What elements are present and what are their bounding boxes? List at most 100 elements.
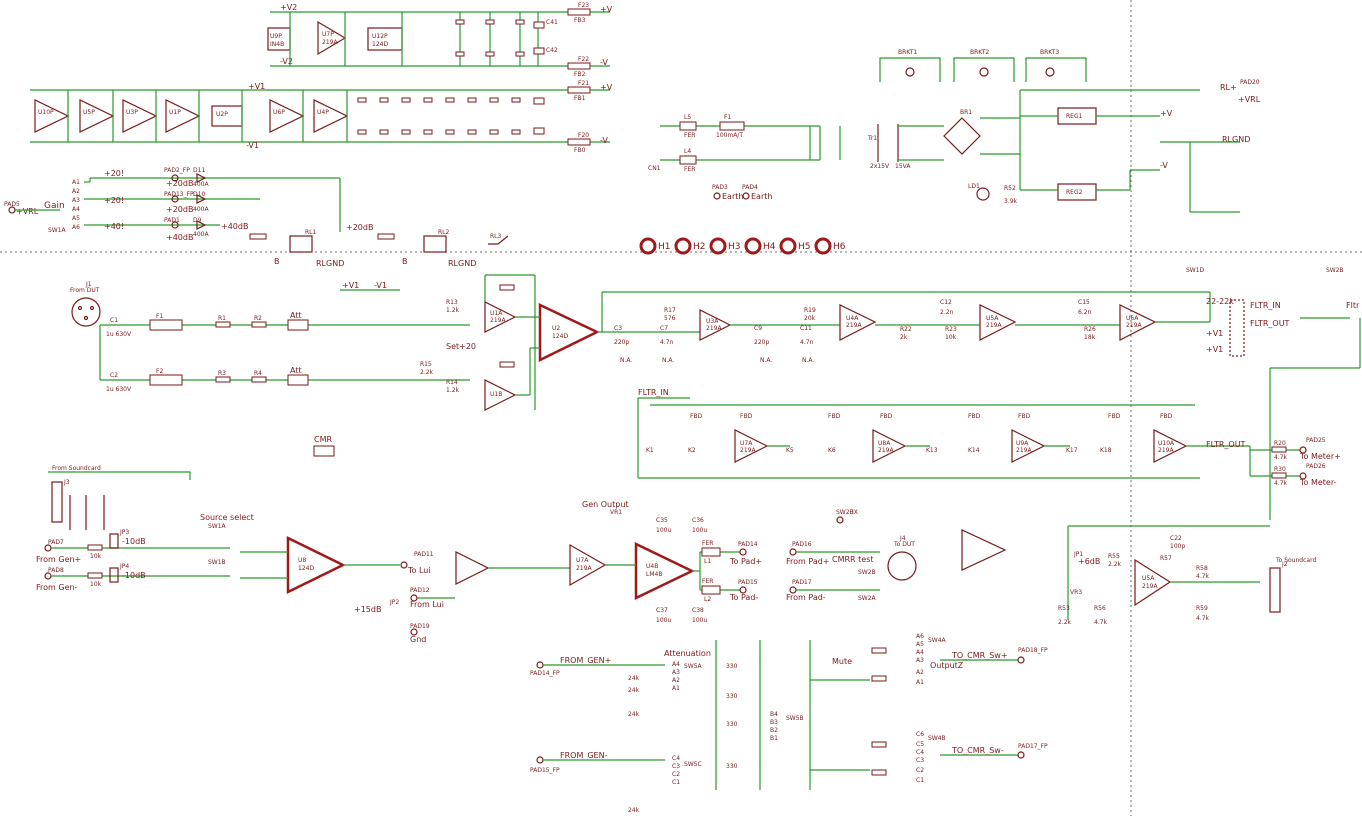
- svg-text:J1: J1: [85, 281, 92, 288]
- opamp-gen: [569, 543, 607, 587]
- svg-text:U1B: U1B: [490, 391, 502, 398]
- svg-text:B3: B3: [770, 719, 778, 726]
- svg-text:400A: 400A: [193, 181, 209, 188]
- hole-label: H2: [693, 242, 706, 252]
- buffer-label: U1P: [169, 109, 181, 116]
- svg-text:C4: C4: [916, 749, 924, 756]
- svg-text:FBD: FBD: [880, 413, 893, 420]
- svg-text:K18: K18: [1100, 447, 1112, 454]
- svg-text:RL+: RL+: [1220, 83, 1237, 92]
- svg-text:4.7k: 4.7k: [1274, 454, 1288, 461]
- svg-text:-10dB: -10dB: [122, 571, 146, 580]
- svg-text:A3: A3: [72, 197, 80, 204]
- svg-text:L1: L1: [704, 558, 711, 565]
- svg-text:R55: R55: [1108, 553, 1120, 560]
- svg-text:+V1: +V1: [342, 281, 359, 290]
- buffer-U6P: [269, 99, 305, 133]
- rail-label-neg-v2: -V2: [280, 57, 293, 66]
- svg-text:VR3: VR3: [1070, 589, 1082, 596]
- svg-text:B1: B1: [770, 735, 778, 742]
- svg-text:CN1: CN1: [648, 165, 661, 172]
- svg-text:PAD11: PAD11: [414, 551, 434, 558]
- svg-text:D11: D11: [193, 167, 205, 174]
- svg-text:D9: D9: [193, 217, 202, 224]
- rail-label-pos-v1: +V1: [248, 82, 265, 91]
- svg-text:R23: R23: [945, 326, 957, 333]
- svg-text:C38: C38: [692, 607, 704, 614]
- hole-label: H3: [728, 242, 741, 252]
- svg-text:C15: C15: [1078, 299, 1090, 306]
- decoupling-caps-top: C41 C42: [455, 19, 558, 57]
- svg-text:4.7n: 4.7n: [800, 339, 814, 346]
- buffer-label: U12P: [372, 33, 388, 40]
- cmrr-test-block: PAD16 PAD17 From Pad+ From Pad- CMRR tes…: [786, 509, 1007, 602]
- buffer-label: U9P: [270, 33, 282, 40]
- svg-text:219A: 219A: [740, 447, 756, 454]
- svg-text:1.2k: 1.2k: [446, 387, 460, 394]
- svg-text:IX: IX: [852, 509, 858, 516]
- svg-text:C3: C3: [614, 325, 622, 332]
- svg-text:A2: A2: [672, 677, 680, 684]
- to-cmrr-pos-net: TO_CMR_Sw+: [951, 651, 1008, 660]
- rail-label-neg-v1: -V1: [246, 141, 259, 150]
- svg-text:R22: R22: [900, 326, 912, 333]
- svg-text:PAD26: PAD26: [1306, 463, 1326, 470]
- meter-output-block: R20 R30 4.7k 4.7k PAD25 PAD26 To Meter+ …: [1249, 437, 1341, 487]
- gain-vrl: +VRL: [16, 207, 39, 216]
- from-lui-label: From Lui: [410, 600, 444, 609]
- svg-text:+V1: +V1: [1206, 329, 1223, 338]
- svg-text:SW2B: SW2B: [858, 569, 876, 576]
- svg-text:C37: C37: [656, 607, 668, 614]
- svg-text:U8: U8: [298, 557, 306, 564]
- svg-text:SW1A: SW1A: [208, 523, 227, 530]
- gen-output-title: Gen Output: [582, 500, 629, 509]
- svg-text:20k: 20k: [804, 315, 816, 322]
- svg-text:330: 330: [726, 663, 738, 670]
- svg-text:FBD: FBD: [740, 413, 753, 420]
- svg-text:R15: R15: [420, 361, 432, 368]
- svg-text:BRKT2: BRKT2: [970, 49, 989, 56]
- meter-plus-label: To Meter+: [1299, 452, 1341, 461]
- svg-text:PAD14: PAD14: [738, 541, 758, 548]
- opamp-U1A: [484, 301, 517, 333]
- svg-text:R4: R4: [254, 370, 262, 377]
- svg-text:+V: +V: [1160, 109, 1173, 118]
- to-pad-plus-label: To Pad+: [729, 557, 762, 566]
- svg-text:24k: 24k: [628, 675, 640, 682]
- from-pad-minus-label: From Pad-: [786, 593, 826, 602]
- svg-text:24k: 24k: [628, 687, 640, 694]
- source-select-title: Source select: [200, 513, 254, 522]
- svg-text:Gnd: Gnd: [410, 635, 426, 644]
- svg-text:FBD: FBD: [1108, 413, 1121, 420]
- xlr-input-connector: [71, 297, 101, 327]
- svg-text:PAD7: PAD7: [48, 539, 64, 546]
- svg-text:JP4: JP4: [119, 563, 129, 570]
- svg-text:FBD: FBD: [968, 413, 981, 420]
- svg-text:+VRL: +VRL: [1238, 95, 1261, 104]
- svg-text:FER: FER: [684, 166, 695, 173]
- hole-label: H1: [658, 242, 671, 252]
- svg-text:R17: R17: [664, 307, 676, 314]
- top-buffer-block: +V2 -V2 +V1 -V1 U9P IN4B U7P 219A U12P 1…: [30, 2, 613, 154]
- rail-label-neg-v: -V: [600, 58, 608, 67]
- svg-text:B4: B4: [770, 711, 778, 718]
- input-stage-block: J1 From DUT C1 1u 630V C2 1u 630V F1 F2 …: [70, 274, 1210, 457]
- svg-text:C35: C35: [656, 517, 668, 524]
- svg-text:C2: C2: [672, 771, 680, 778]
- svg-text:VR1: VR1: [610, 509, 622, 516]
- svg-text:R3: R3: [218, 370, 226, 377]
- svg-text:K6: K6: [828, 447, 836, 454]
- svg-text:SW2B: SW2B: [1326, 267, 1344, 274]
- regulator-REG2: [1057, 183, 1097, 201]
- fltr-opamp-U9A: [1011, 429, 1046, 463]
- svg-text:REG1: REG1: [1066, 113, 1083, 120]
- svg-text:L4: L4: [684, 148, 691, 155]
- svg-text:JP1: JP1: [1073, 551, 1083, 558]
- svg-text:F2: F2: [156, 368, 163, 375]
- svg-text:A6: A6: [72, 224, 80, 231]
- svg-text:LD1: LD1: [968, 183, 980, 190]
- filter-opamp-U5A: [979, 304, 1017, 341]
- buffer-label: U7P: [322, 31, 334, 38]
- svg-text:SW1A: SW1A: [48, 227, 67, 234]
- svg-text:PAD16: PAD16: [792, 541, 812, 548]
